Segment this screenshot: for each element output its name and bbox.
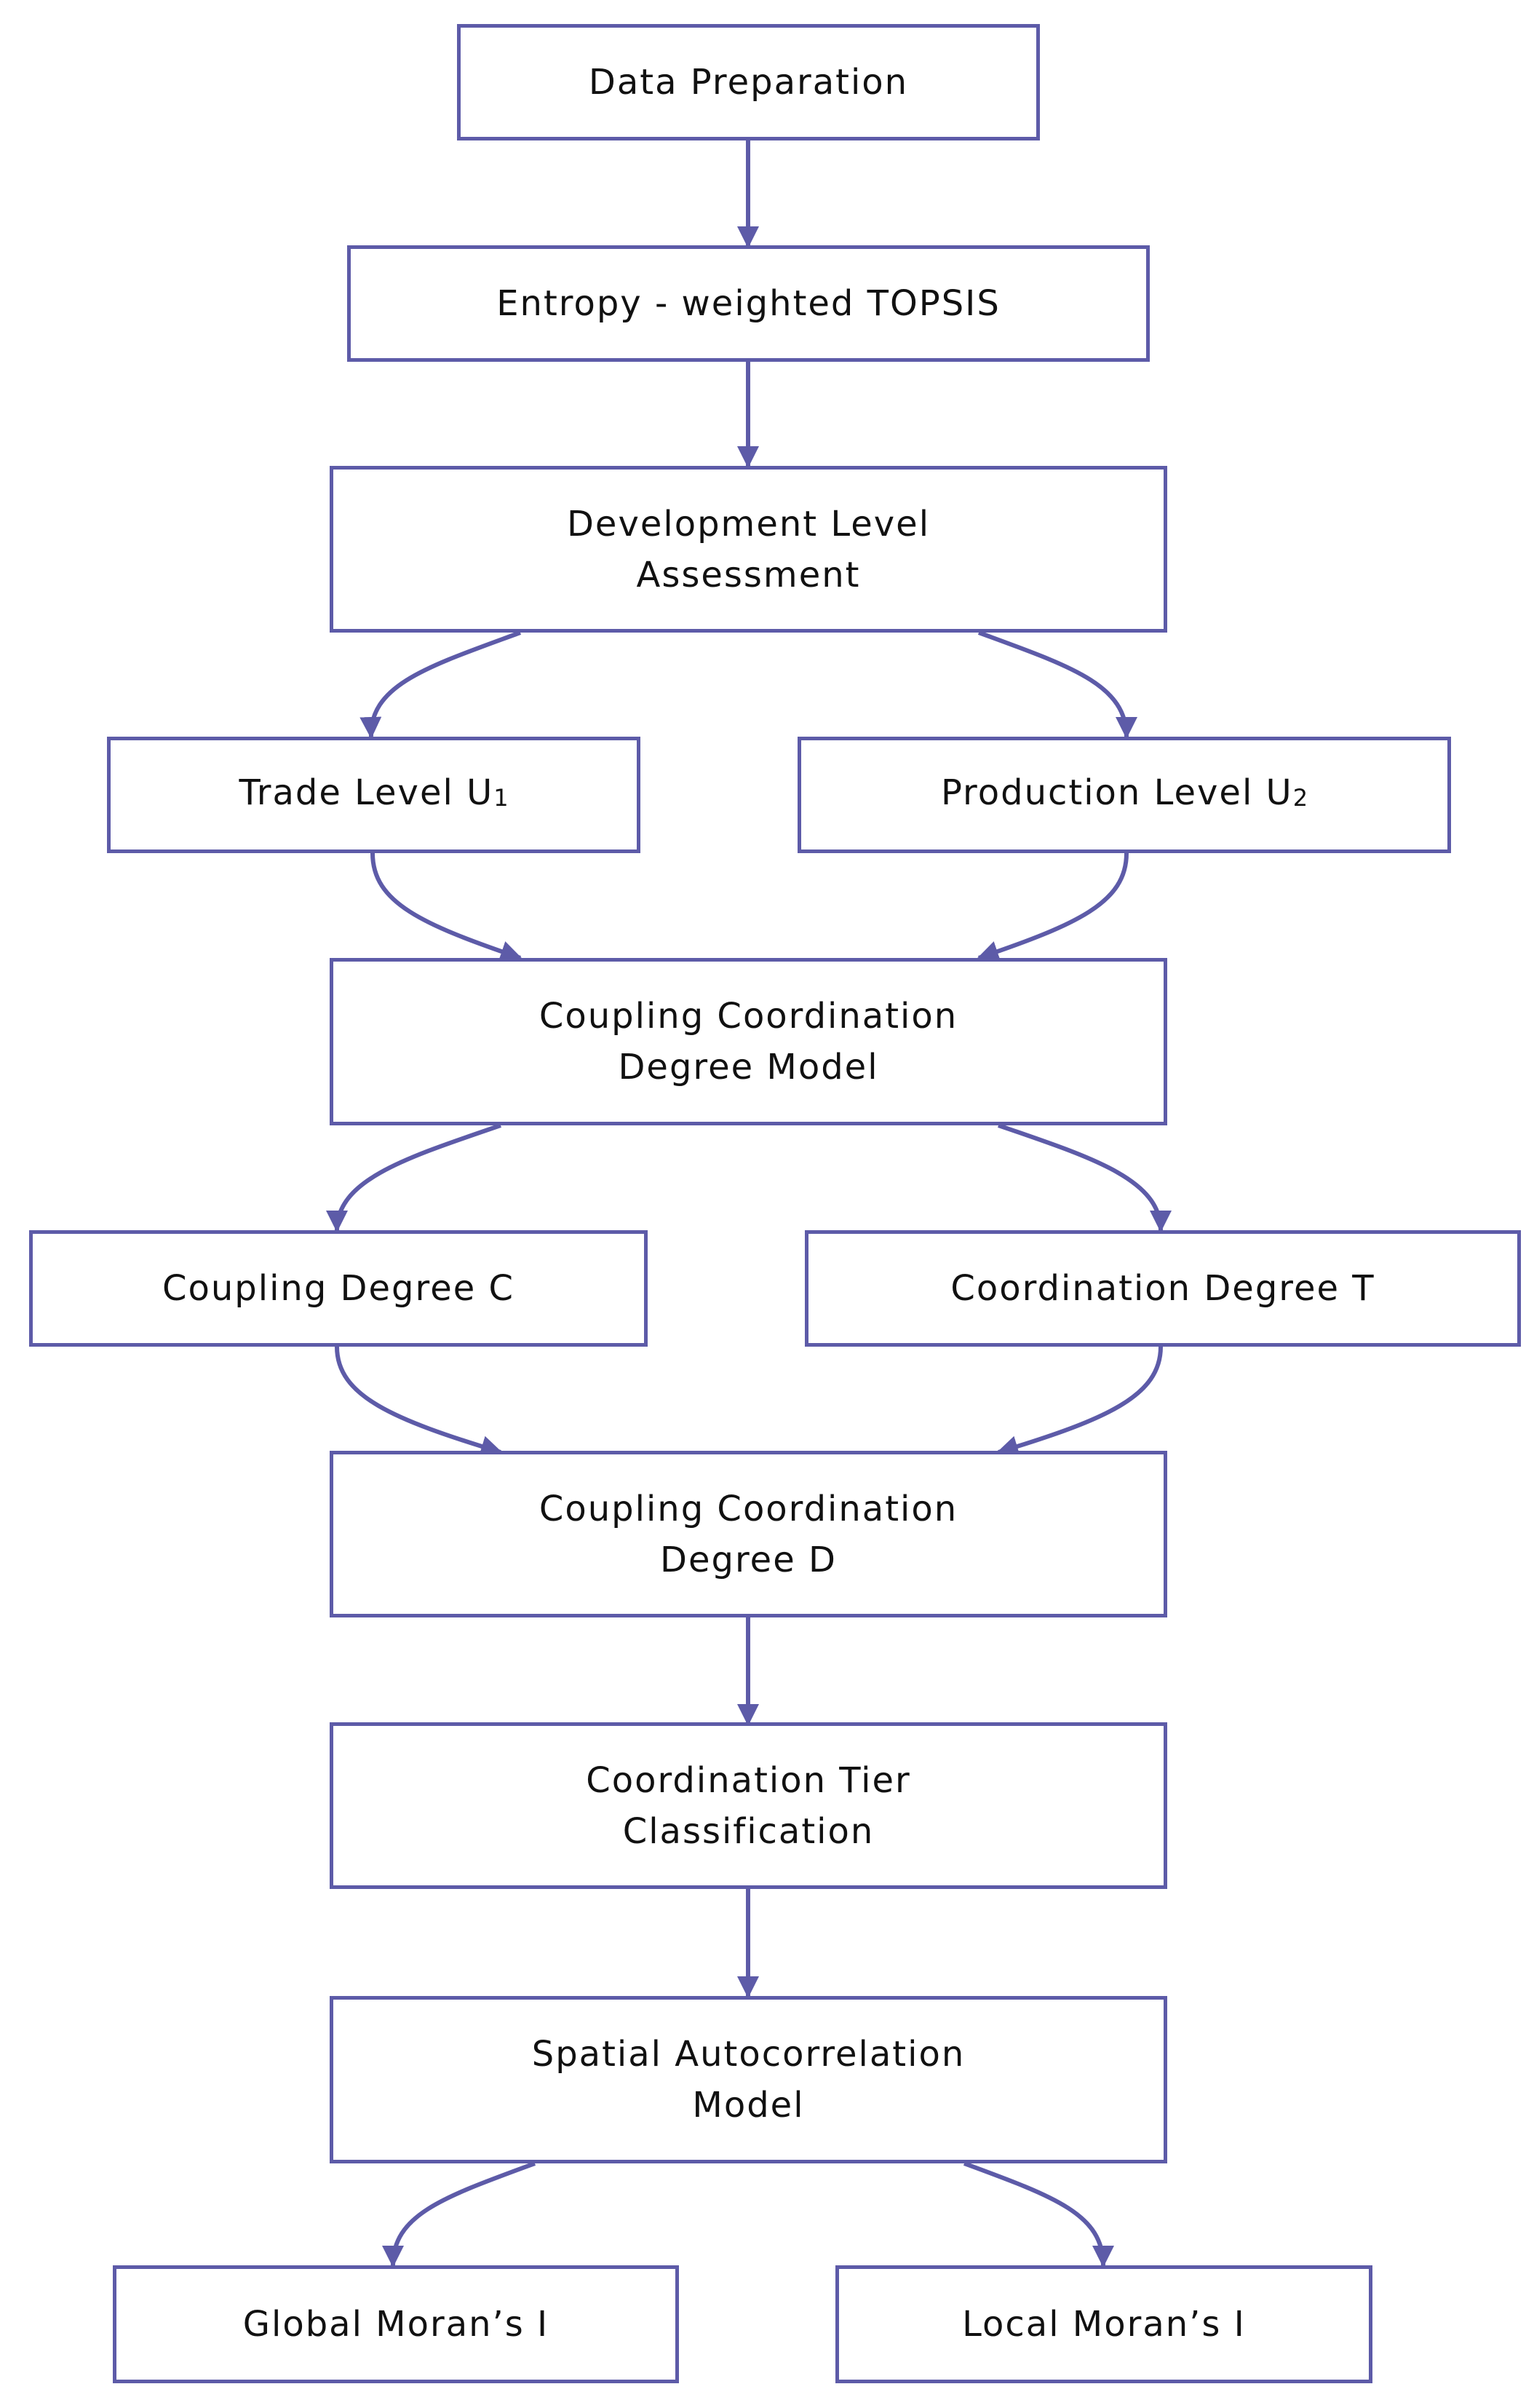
node-development-level-line-1: Development Level (566, 503, 931, 544)
node-global-moran-label: Global Moran’s I (242, 2304, 549, 2345)
arrow-spatial-to-local (963, 2161, 1114, 2268)
node-coupling-degree-label: Coupling Degree C (162, 1268, 515, 1309)
arrow-production-to-ccd-model (977, 852, 1129, 962)
arrow-spatial-to-global (382, 2161, 536, 2268)
node-spatial-model-line-2: Model (692, 2085, 805, 2126)
node-ccd-model: Coupling Coordination Degree Model (330, 958, 1167, 1125)
node-development-level: Development Level Assessment (330, 466, 1167, 633)
node-trade-level: Trade Level U1 (107, 737, 640, 853)
node-tier-classification-line-1: Coordination Tier (586, 1759, 911, 1801)
node-production-level-label: Production Level U2 (941, 767, 1308, 823)
node-entropy-topsis-label: Entropy - weighted TOPSIS (496, 283, 1001, 324)
node-entropy-topsis: Entropy - weighted TOPSIS (347, 245, 1150, 362)
node-tier-classification: Coordination Tier Classification (330, 1722, 1167, 1889)
node-ccd-d-line-2: Degree D (660, 1539, 837, 1580)
node-ccd-model-line-2: Degree Model (618, 1047, 879, 1088)
node-production-level: Production Level U2 (798, 737, 1451, 853)
node-coordination-degree: Coordination Degree T (805, 1230, 1521, 1347)
node-trade-level-subscript: 1 (493, 783, 509, 812)
arrow-ccd-model-to-coupling (326, 1123, 501, 1232)
node-data-preparation: Data Preparation (457, 24, 1040, 140)
node-coupling-degree: Coupling Degree C (29, 1230, 648, 1347)
arrow-coordination-to-ccd-d (996, 1346, 1163, 1457)
node-spatial-model-line-1: Spatial Autocorrelation (531, 2034, 966, 2075)
arrow-ccd-model-to-coordination (998, 1123, 1172, 1232)
arrow-development-to-production (977, 630, 1137, 739)
node-trade-level-text: Trade Level U (239, 772, 494, 813)
node-local-moran: Local Moran’s I (835, 2265, 1372, 2383)
node-global-moran: Global Moran’s I (113, 2265, 679, 2383)
node-ccd-model-line-1: Coupling Coordination (539, 996, 958, 1037)
node-development-level-line-2: Assessment (636, 554, 861, 595)
node-local-moran-label: Local Moran’s I (962, 2304, 1246, 2345)
node-ccd-d: Coupling Coordination Degree D (330, 1451, 1167, 1617)
arrow-development-to-trade (359, 630, 522, 739)
node-trade-level-label: Trade Level U1 (239, 767, 508, 823)
node-production-level-subscript: 2 (1292, 783, 1308, 812)
arrow-coupling-to-ccd-d (335, 1346, 503, 1457)
node-data-preparation-label: Data Preparation (588, 62, 909, 103)
arrow-trade-to-ccd-model (370, 852, 522, 962)
node-production-level-text: Production Level U (940, 772, 1293, 813)
node-tier-classification-line-2: Classification (622, 1810, 875, 1852)
node-coordination-degree-label: Coordination Degree T (950, 1268, 1375, 1309)
node-spatial-model: Spatial Autocorrelation Model (330, 1996, 1167, 2163)
node-ccd-d-line-1: Coupling Coordination (539, 1488, 958, 1529)
